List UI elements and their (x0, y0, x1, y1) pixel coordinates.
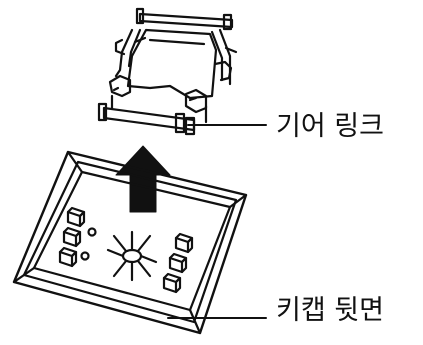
gear-link-part (97, 7, 238, 136)
keycap-back-part (12, 150, 248, 335)
keycap-back-label: 키캡 뒷면 (276, 295, 384, 326)
gear-link-label: 기어 링크 (276, 111, 384, 142)
up-arrow-icon (115, 145, 171, 213)
